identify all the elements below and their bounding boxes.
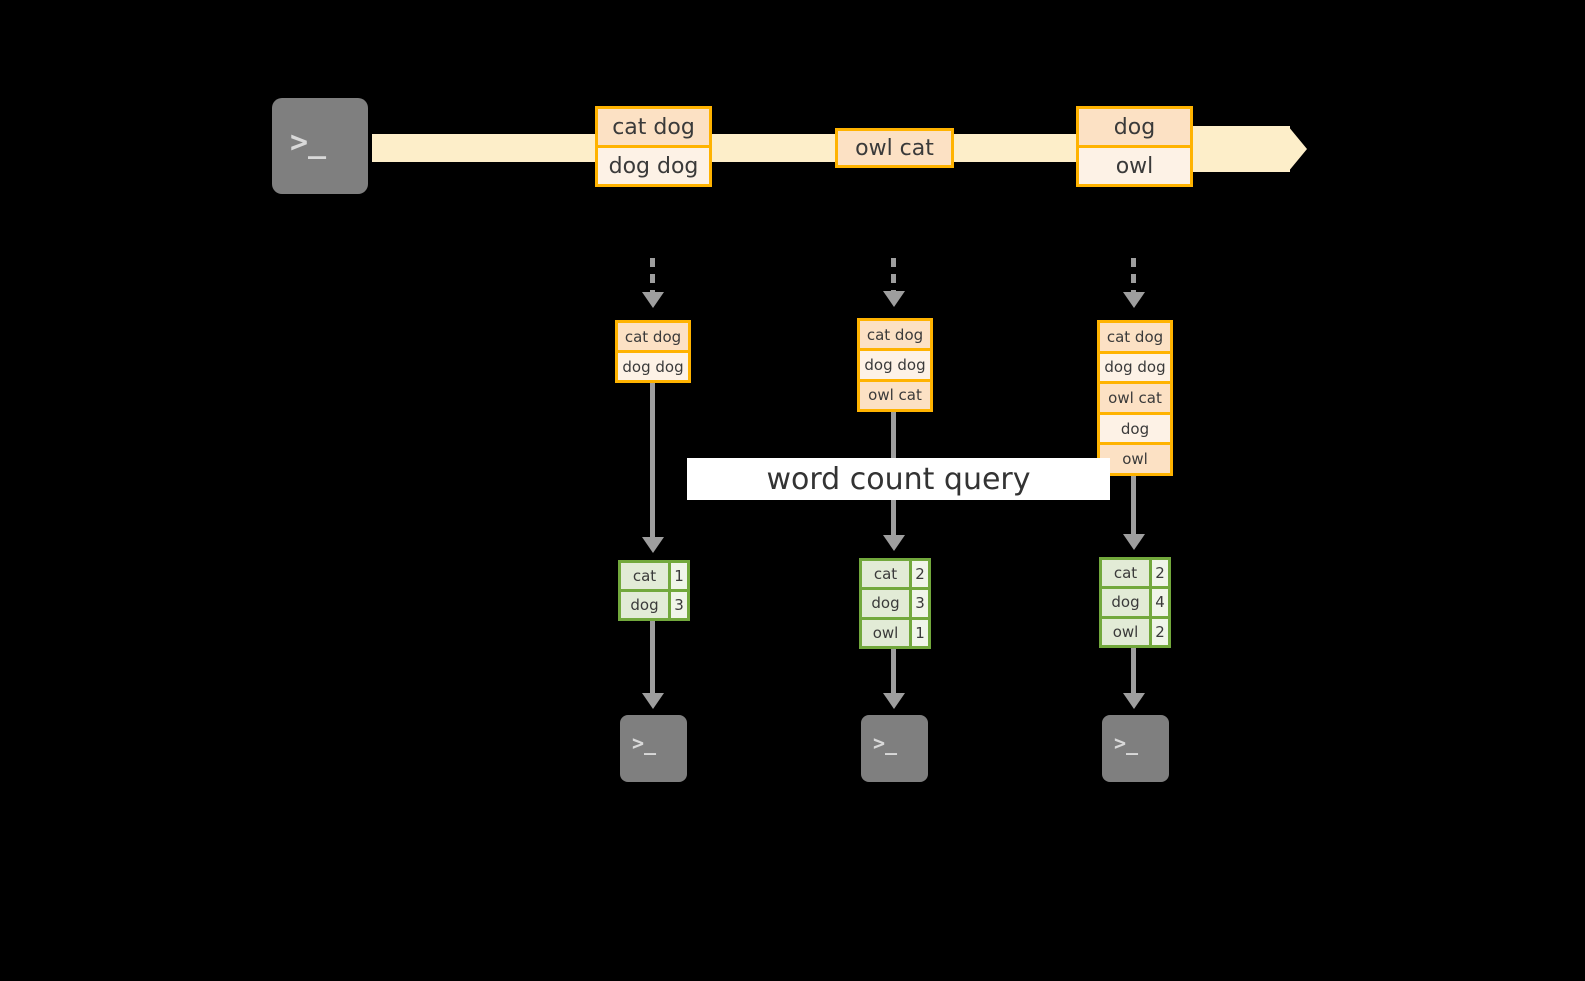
table-row: cat 2	[1102, 560, 1168, 587]
stream-event-row: cat dog	[598, 109, 709, 145]
query-label-text: word count query	[766, 461, 1031, 497]
snapshot-3-result-table: cat 2 dog 4 owl 2	[1099, 557, 1171, 648]
word-cell: cat	[621, 563, 668, 589]
snapshot-1-sink-line	[650, 621, 655, 695]
input-row: cat dog	[1100, 323, 1170, 351]
word-cell: owl	[1102, 618, 1149, 645]
snapshot-3-input-table: cat dog dog dog owl cat dog owl	[1097, 320, 1173, 476]
query-label: word count query	[687, 458, 1110, 500]
snapshot-1-tap-arrowhead-icon	[642, 292, 664, 308]
snapshot-1-input-table: cat dog dog dog	[615, 320, 691, 383]
word-cell: owl	[862, 619, 909, 646]
snapshot-3-tap-line	[1131, 258, 1136, 294]
snapshot-3-sink-line	[1131, 648, 1136, 695]
stream-event-row: dog	[1079, 109, 1190, 145]
table-row: dog 3	[621, 589, 687, 618]
snapshot-2-tap-arrowhead-icon	[883, 291, 905, 307]
input-row: owl	[1100, 442, 1170, 473]
snapshot-1-query-arrowhead-icon	[642, 537, 664, 553]
count-cell: 2	[1149, 618, 1168, 645]
stream-arrowhead-icon	[1288, 126, 1307, 172]
table-row: owl 1	[862, 616, 928, 646]
snapshot-1-sink-arrowhead-icon	[642, 693, 664, 709]
snapshot-3-sink-arrowhead-icon	[1123, 693, 1145, 709]
word-cell: dog	[1102, 589, 1149, 616]
stream-event-1: cat dog dog dog	[595, 106, 712, 187]
count-cell: 2	[909, 561, 928, 588]
count-cell: 3	[668, 592, 687, 618]
table-row: cat 2	[862, 561, 928, 588]
input-row: dog dog	[860, 348, 930, 379]
input-row: owl cat	[860, 378, 930, 409]
snapshot-2-query-arrowhead-icon	[883, 535, 905, 551]
count-cell: 4	[1149, 589, 1168, 616]
stream-event-row: owl cat	[838, 131, 951, 165]
count-cell: 3	[909, 590, 928, 617]
word-cell: dog	[621, 592, 668, 618]
input-row: cat dog	[860, 321, 930, 349]
table-row: dog 3	[862, 587, 928, 617]
prompt-glyph: >_	[632, 731, 657, 755]
snapshot-2-result-table: cat 2 dog 3 owl 1	[859, 558, 931, 649]
snapshot-2-sink-arrowhead-icon	[883, 693, 905, 709]
input-row: dog	[1100, 411, 1170, 443]
prompt-glyph: >_	[290, 125, 327, 160]
word-cell: cat	[1102, 560, 1149, 587]
snapshot-1-query-line	[650, 383, 655, 537]
snapshot-3-query-line	[1131, 476, 1136, 535]
word-cell: cat	[862, 561, 909, 588]
input-row: dog dog	[1100, 350, 1170, 382]
table-row: owl 2	[1102, 615, 1168, 645]
stream-event-row: owl	[1079, 145, 1190, 184]
snapshot-2-sink-terminal-icon: >_	[855, 709, 934, 788]
snapshot-1-result-table: cat 1 dog 3	[618, 560, 690, 621]
prompt-glyph: >_	[873, 731, 898, 755]
snapshot-2-sink-line	[891, 649, 896, 695]
table-row: cat 1	[621, 563, 687, 589]
snapshot-3-tap-arrowhead-icon	[1123, 292, 1145, 308]
stream-event-3: dog owl	[1076, 106, 1193, 187]
snapshot-3-sink-terminal-icon: >_	[1096, 709, 1175, 788]
snapshot-2-input-table: cat dog dog dog owl cat	[857, 318, 933, 412]
snapshot-2-tap-line	[891, 258, 896, 294]
snapshot-1-sink-terminal-icon: >_	[614, 709, 693, 788]
count-cell: 1	[668, 563, 687, 589]
stream-event-row: dog dog	[598, 145, 709, 184]
word-cell: dog	[862, 590, 909, 617]
input-row: cat dog	[618, 323, 688, 350]
table-row: dog 4	[1102, 586, 1168, 616]
snapshot-3-query-arrowhead-icon	[1123, 534, 1145, 550]
input-row: owl cat	[1100, 381, 1170, 412]
source-terminal-icon: >_	[264, 90, 376, 202]
event-stream-band-wide	[1190, 126, 1290, 172]
stream-event-2: owl cat	[835, 128, 954, 168]
prompt-glyph: >_	[1114, 731, 1139, 755]
count-cell: 2	[1149, 560, 1168, 587]
count-cell: 1	[909, 619, 928, 646]
input-row: dog dog	[618, 350, 688, 380]
snapshot-1-tap-line	[650, 258, 655, 294]
